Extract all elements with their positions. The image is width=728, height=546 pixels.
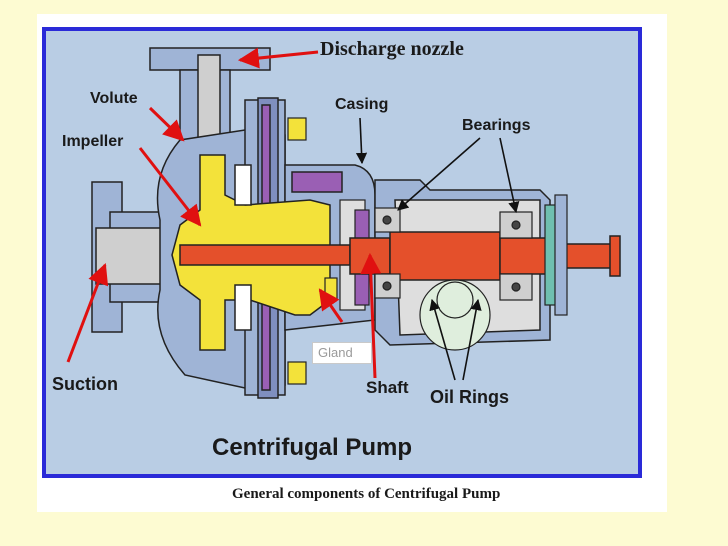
label-bearings: Bearings (462, 117, 531, 134)
label-shaft: Shaft (366, 378, 409, 397)
label-volute: Volute (90, 90, 138, 107)
arrow-icon (355, 117, 520, 381)
label-oil-rings: Oil Rings (430, 387, 510, 407)
end-cover (544, 194, 568, 316)
arrow-icon (66, 47, 382, 379)
label-suction: Suction (52, 374, 118, 394)
oil-chamber (419, 279, 491, 351)
impeller-windows (234, 164, 252, 331)
label-discharge-nozzle: Discharge nozzle (320, 38, 464, 60)
label-gland: Gland (312, 342, 372, 364)
figure-caption: General components of Centrifugal Pump (232, 486, 501, 502)
bearings (374, 207, 533, 301)
label-impeller: Impeller (62, 133, 124, 150)
diagram-title: Centrifugal Pump (212, 434, 413, 461)
label-casing: Casing (335, 96, 389, 113)
